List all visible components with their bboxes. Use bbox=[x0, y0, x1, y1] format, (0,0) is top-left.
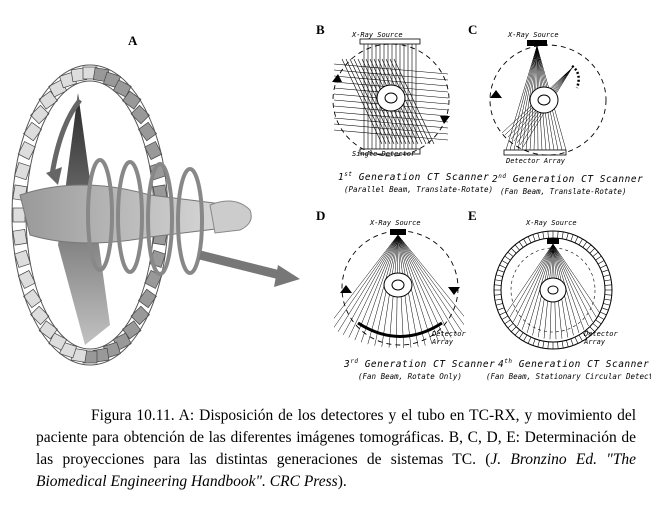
panel-c-source-label: X-Ray Source bbox=[508, 31, 559, 39]
panel-a-illustration bbox=[11, 64, 300, 366]
panel-c-diagram bbox=[489, 40, 607, 156]
panel-b-source-label: X-Ray Source bbox=[352, 31, 403, 39]
panel-e-subtitle: (Fan Beam, Stationary Circular Detector) bbox=[486, 372, 651, 381]
caption-text: Figura 10.11. A: Disposición de los dete… bbox=[36, 407, 636, 468]
panel-e-detector-label-2: Array bbox=[584, 338, 606, 346]
panel-b-subtitle: (Parallel Beam, Translate-Rotate) bbox=[344, 185, 494, 194]
panel-b-diagram bbox=[332, 38, 450, 157]
panel-d-source-label: X-Ray Source bbox=[370, 219, 421, 227]
panel-d-detector-label-1: Detector bbox=[432, 330, 466, 338]
panel-b-label: B bbox=[316, 22, 325, 37]
panel-b-generation: 1st Generation CT Scanner bbox=[338, 171, 490, 184]
panel-c-subtitle: (Fan Beam, Translate-Rotate) bbox=[500, 187, 627, 196]
panel-e-source-label: X-Ray Source bbox=[526, 219, 577, 227]
panel-c-generation: 2nd Generation CT Scanner bbox=[492, 173, 644, 186]
panel-d-diagram bbox=[334, 229, 464, 348]
panel-d-subtitle: (Fan Beam, Rotate Only) bbox=[358, 372, 462, 381]
caption-end: ). bbox=[337, 473, 347, 490]
figure-caption: Figura 10.11. A: Disposición de los dete… bbox=[36, 405, 636, 493]
caption-citation: J. Bronzino Ed. "The Biomedical Engineer… bbox=[36, 451, 636, 490]
panel-b-detector-label: Single Detector bbox=[352, 150, 416, 158]
panel-d-label: D bbox=[316, 208, 326, 223]
panel-c-detector-label: Detector Array bbox=[506, 157, 566, 165]
panel-d-generation: 3rd Generation CT Scanner bbox=[344, 358, 496, 371]
panel-d-detector-label-2: Array bbox=[432, 338, 454, 346]
panel-e-label: E bbox=[468, 208, 477, 223]
panel-a-label: A bbox=[128, 33, 138, 48]
panel-c-label: C bbox=[468, 22, 478, 37]
panel-e-generation: 4th Generation CT Scanner bbox=[498, 358, 650, 371]
panel-e-detector-label-1: Detector bbox=[584, 330, 618, 338]
panel-e-diagram bbox=[493, 230, 613, 350]
